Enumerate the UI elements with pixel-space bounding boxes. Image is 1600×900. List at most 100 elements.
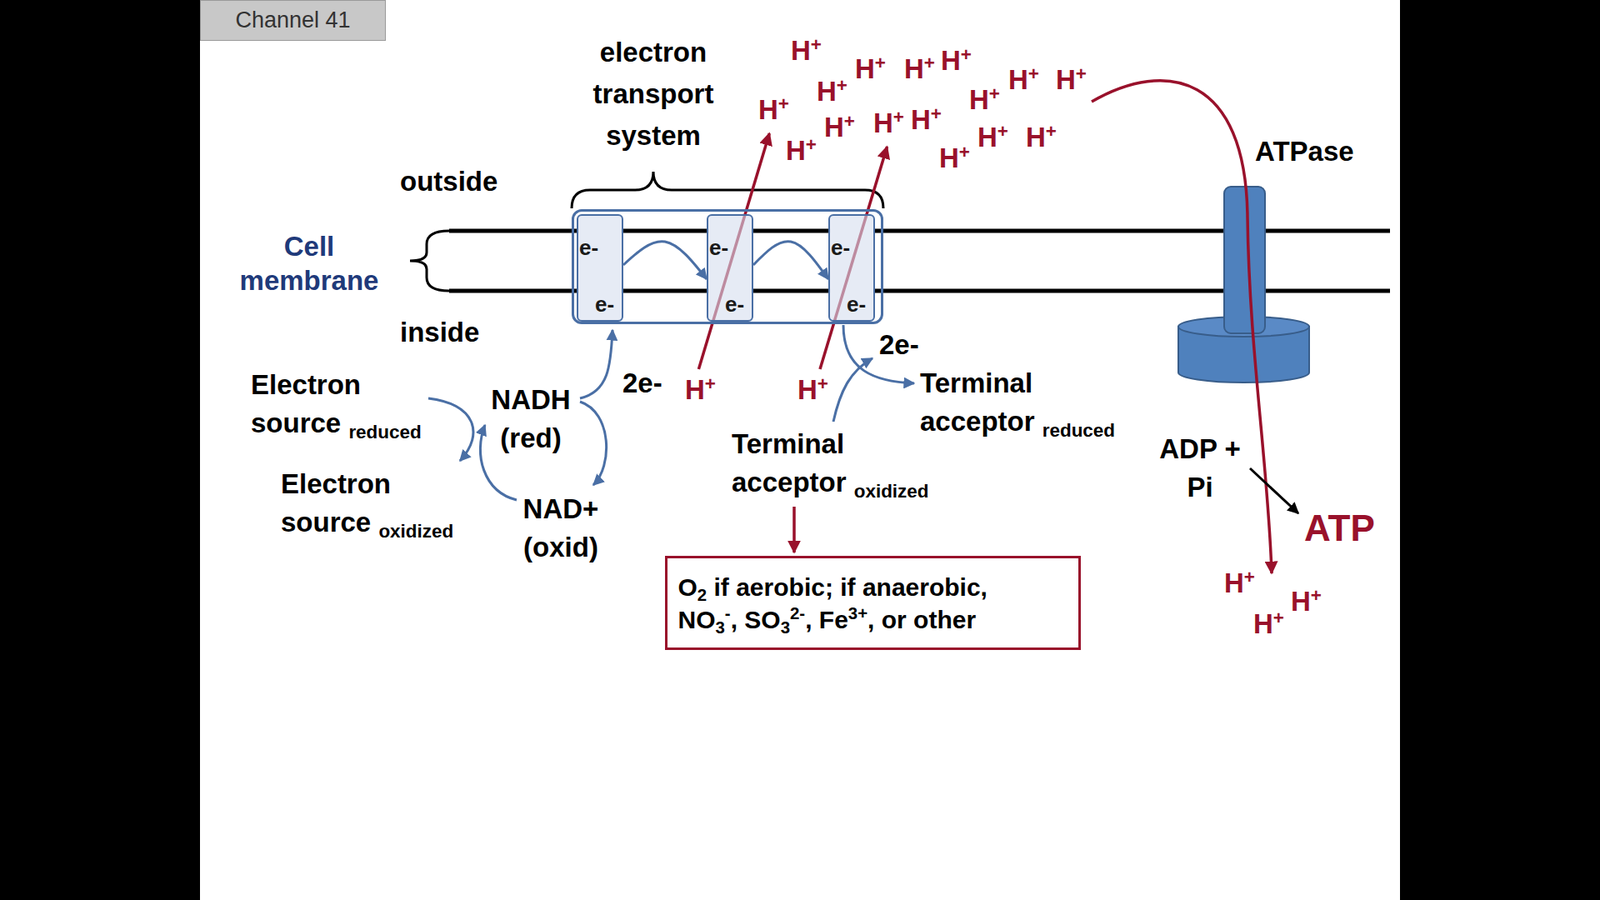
text-line: (oxid) <box>523 528 600 567</box>
text-run: - <box>725 604 731 623</box>
redox-arrow <box>833 358 873 422</box>
text-run: ATPase <box>1255 135 1355 167</box>
text-run: acceptor <box>731 466 855 498</box>
proton-label: H+ <box>855 54 886 85</box>
proton-label: H+ <box>1008 65 1040 95</box>
text-run: H <box>939 142 960 174</box>
text-run: H <box>1055 64 1076 95</box>
text-line: NO3-, SO32-, Fe3+, or other <box>678 603 988 636</box>
text-line: H+ <box>816 76 848 107</box>
text-run: + <box>989 83 1000 105</box>
text-run: + <box>930 103 942 125</box>
membrane-line <box>449 289 577 294</box>
text-run: H <box>1008 64 1029 95</box>
text-run: transport <box>593 78 715 110</box>
electron-label: e- <box>579 236 599 259</box>
text-run: ATP <box>1304 507 1375 549</box>
text-line: ADP + <box>1159 430 1241 469</box>
electron-transfer-arrow <box>623 241 707 280</box>
text-line: H+ <box>939 143 970 174</box>
text-run: + <box>997 120 1009 142</box>
proton-label: H+ <box>685 375 716 405</box>
text-run: e- <box>595 291 615 317</box>
electron-label: e- <box>846 293 866 315</box>
text-run: ADP + <box>1159 433 1241 465</box>
carrier-box: e-e- <box>576 214 624 322</box>
proton-label: H+ <box>1253 609 1285 640</box>
text-run: H <box>969 84 990 115</box>
text-run: + <box>844 110 855 132</box>
enzyme-label: ATPase <box>1255 135 1355 169</box>
text-line: O2 if aerobic; if anaerobic, <box>678 570 988 604</box>
text-run: e- <box>725 291 745 317</box>
text-line: Electron <box>250 365 422 405</box>
text-line: transport <box>593 73 715 115</box>
redox-arrow <box>428 398 474 461</box>
text-run: + <box>959 141 970 163</box>
text-run: 2 <box>697 585 707 605</box>
region-label: inside <box>400 315 480 350</box>
text-run: Channel 41 <box>235 7 350 33</box>
text-run: source <box>250 407 349 439</box>
text-line: e- <box>725 293 745 315</box>
membrane-line <box>623 289 707 294</box>
proton-label: H+ <box>790 35 822 66</box>
text-run: Electron <box>280 468 391 500</box>
text-run: + <box>1244 566 1255 588</box>
proton-pump-arrow <box>820 146 888 370</box>
text-run: membrane <box>240 265 380 296</box>
text-run: O <box>678 573 698 601</box>
text-line: H+ <box>977 122 1009 153</box>
text-run: oxidized <box>378 520 454 542</box>
text-run: reduced <box>1042 420 1115 441</box>
text-run: 2e- <box>622 367 663 399</box>
text-run: electron <box>600 36 707 68</box>
text-line: e- <box>579 236 599 259</box>
proton-label: H+ <box>824 112 855 143</box>
text-run: NO <box>678 605 716 634</box>
text-line: acceptor reduced <box>920 402 1115 445</box>
acceptor-text: O2 if aerobic; if anaerobic, NO3-, SO32-… <box>678 570 988 636</box>
membrane-line <box>623 229 707 234</box>
text-line: H+ <box>790 35 822 66</box>
acceptor-label: Terminal acceptor reduced <box>920 364 1115 445</box>
text-run: H <box>1224 567 1245 599</box>
text-line: H+ <box>910 105 942 135</box>
text-line: H+ <box>969 85 1000 115</box>
text-line: Channel 41 <box>235 6 350 34</box>
system-bracket <box>571 171 884 209</box>
text-line: electron <box>593 31 715 74</box>
text-run: + <box>778 93 790 115</box>
text-line: source reduced <box>250 404 422 446</box>
text-run: (oxid) <box>523 531 599 563</box>
proton-label: H+ <box>1224 568 1255 599</box>
proton-label: H+ <box>939 143 970 174</box>
text-line: outside <box>400 165 498 199</box>
proton-label: H+ <box>785 135 817 166</box>
carrier-box: e-e- <box>706 214 754 322</box>
proton-pump-arrow <box>698 133 770 370</box>
system-heading: electron transport system <box>593 31 715 157</box>
text-run: system <box>605 120 701 151</box>
proton-label: H+ <box>816 76 848 107</box>
membrane-line <box>753 229 829 234</box>
redox-arrow <box>580 401 607 485</box>
proton-label: H+ <box>1290 586 1322 617</box>
membrane-line <box>753 289 829 294</box>
text-line: H+ <box>758 95 790 125</box>
text-run: oxidized <box>854 480 930 502</box>
text-line: system <box>593 115 715 157</box>
text-run: (red) <box>500 422 561 454</box>
electron-label: e- <box>830 236 850 259</box>
text-line: Terminal <box>920 364 1115 403</box>
acceptor-label: Terminal acceptor oxidized <box>731 425 930 505</box>
text-line: ATP <box>1304 506 1375 551</box>
text-run: H <box>816 75 837 107</box>
text-line: Pi <box>1159 468 1241 507</box>
carrier-box: e-e- <box>828 214 875 322</box>
text-line: H+ <box>1253 609 1285 640</box>
text-run: H <box>910 104 931 135</box>
text-line: H+ <box>940 45 972 76</box>
proton-flow-arrow <box>1091 80 1272 574</box>
